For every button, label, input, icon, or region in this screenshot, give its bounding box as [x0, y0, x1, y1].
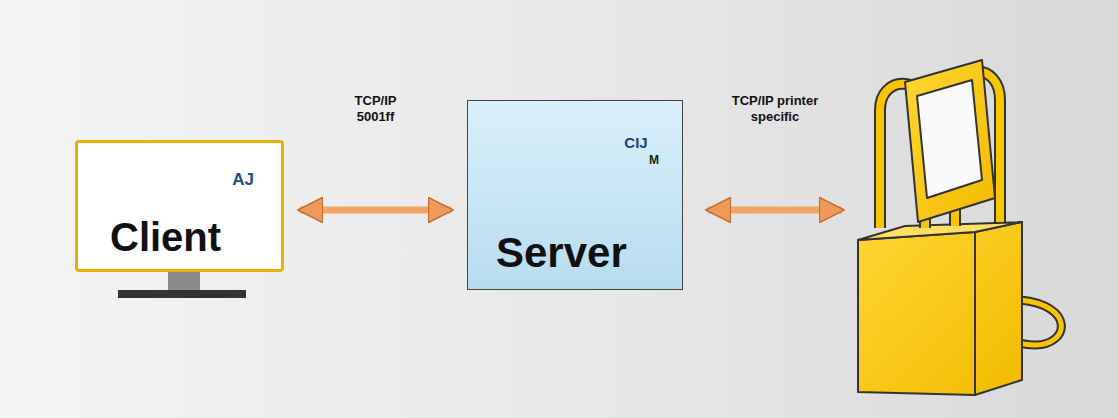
monitor-base: [118, 290, 246, 298]
network-label: TCP/IP printer specific: [726, 93, 823, 125]
client-monitor: Client: [75, 140, 284, 272]
network-arrow: [300, 207, 451, 214]
server-box: Server: [467, 100, 683, 290]
printer-illustration: [858, 60, 1061, 395]
logo-text: AJ: [232, 170, 254, 190]
edge-label: TCP/IP 5001ff: [353, 93, 399, 125]
logo-text: CIJ: [624, 134, 647, 152]
node-title: Client: [110, 215, 221, 260]
node-title: Server: [496, 229, 627, 277]
logo-text: M: [649, 153, 659, 168]
monitor-neck: [168, 272, 200, 292]
network-arrow: [708, 207, 842, 214]
